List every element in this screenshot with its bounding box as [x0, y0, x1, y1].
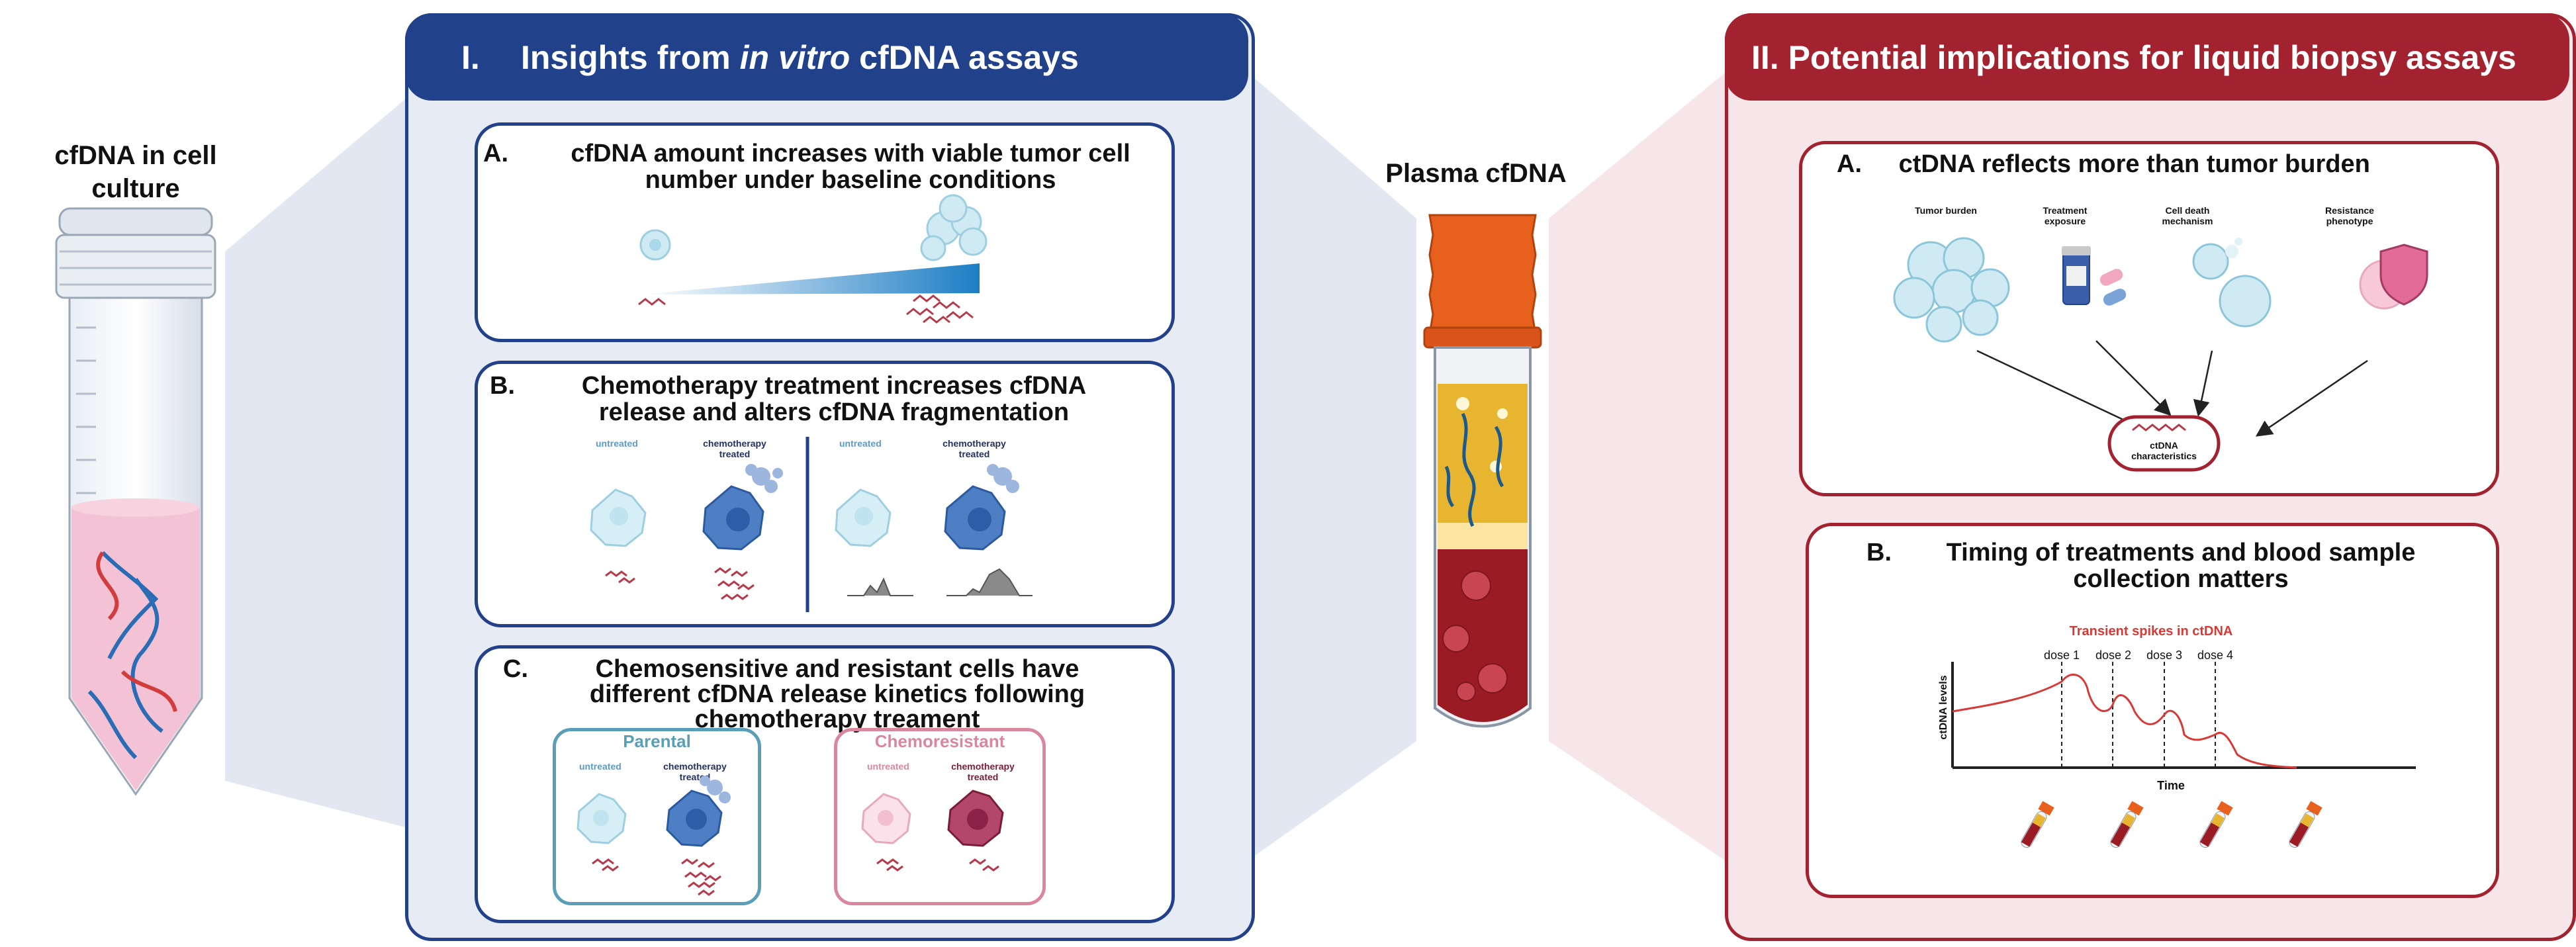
- card-I-B-chemo-right: chemotherapy treated: [935, 438, 1014, 459]
- card-II-B-letter: B.: [1866, 539, 1892, 566]
- left-tube-title-line1: cfDNA in cell: [54, 141, 217, 170]
- card-I-A-title-line1: cfDNA amount increases with viable tumor…: [571, 140, 1130, 167]
- card-II-A-title-text: ctDNA reflects more than tumor burden: [1898, 150, 2370, 178]
- card-I-C-letter: C.: [503, 655, 528, 683]
- factor-resistance-phenotype-line2: phenotype: [2326, 216, 2373, 226]
- chemoresistant-chemo-line1: chemotherapy: [951, 761, 1015, 772]
- card-I-B-title-line1: Chemotherapy treatment increases cfDNA: [581, 372, 1087, 400]
- card-I-B-title: B. Chemotherapy treatment increases cfDNA…: [483, 373, 1165, 426]
- card-I-A-title: A. cfDNA amount increases with viable tum…: [483, 140, 1165, 193]
- card-I-C-title-line2: different cfDNA release kinetics followi…: [589, 680, 1085, 708]
- card-I-B-chemo-left-line1: chemotherapy: [703, 438, 766, 449]
- card-I-B: [475, 361, 1175, 627]
- factor-cell-death-mechanism-line1: Cell death: [2165, 205, 2210, 216]
- card-II-A-title: A. ctDNA reflects more than tumor burden: [1817, 151, 2479, 177]
- culture-tube-icon: [55, 207, 216, 796]
- parental-untreated-label: untreated: [579, 761, 621, 772]
- dose-3-label: dose 3: [2146, 649, 2183, 662]
- chart-title: Transient spikes in ctDNA: [2069, 624, 2233, 639]
- card-II-B: [1806, 523, 2499, 898]
- factor-cell-death-mechanism: Cell death mechanism: [2148, 205, 2227, 226]
- panel-I-title: Insights from in vitro cfDNA assays: [521, 38, 1079, 77]
- panel-I-title-italic: in vitro: [739, 39, 851, 76]
- chemoresistant-chemo-label: chemotherapy treated: [946, 761, 1019, 782]
- panel-II-title: II. Potential implications for liquid bi…: [1751, 39, 2516, 76]
- factor-treatment-exposure-line2: exposure: [2044, 216, 2086, 226]
- blood-tube-icon: [1423, 214, 1542, 728]
- parental-chemo-line1: chemotherapy: [663, 761, 727, 772]
- card-I-B-untreated-left: untreated: [596, 438, 638, 449]
- plasma-cfdna-title: Plasma cfDNA: [1385, 159, 1567, 188]
- card-II-B-title: B.Timing of treatments and blood sample …: [1840, 539, 2482, 592]
- card-I-C-title-line3: chemotherapy treament: [694, 705, 980, 733]
- chemoresistant-label: Chemoresistant: [874, 731, 1005, 751]
- card-I-A-letter: A.: [483, 140, 508, 167]
- card-II-A-illustration: [1893, 237, 2428, 472]
- card-I-A-title-line2: number under baseline conditions: [645, 166, 1056, 194]
- card-I-B-letter: B.: [490, 372, 515, 400]
- tumor-cell-gradient-illustration: [638, 194, 988, 324]
- card-II-A-letter: A.: [1837, 150, 1862, 178]
- card-I-C-illustration: [576, 776, 1004, 896]
- factor-cell-death-mechanism-line2: mechanism: [2162, 216, 2213, 226]
- factor-resistance-phenotype-line1: Resistance: [2325, 205, 2374, 216]
- card-I-C-title-line1: Chemosensitive and resistant cells have: [595, 655, 1080, 683]
- card-I-B-chemo-right-line1: chemotherapy: [943, 438, 1006, 449]
- card-I-B-chemo-left: chemotherapy treated: [695, 438, 774, 459]
- dose-4-label: dose 4: [2197, 649, 2234, 662]
- factor-tumor-burden: Tumor burden: [1900, 205, 1992, 216]
- card-I-B-chemo-left-line2: treated: [719, 449, 751, 459]
- card-I-B-chemo-right-line2: treated: [958, 449, 990, 459]
- panel-I-header: I. Insights from in vitro cfDNA assays: [405, 13, 1248, 101]
- card-I-B-illustration: [590, 437, 1033, 612]
- chart-ylabel: ctDNA levels: [1938, 675, 1949, 740]
- factor-resistance-phenotype: Resistance phenotype: [2310, 205, 2389, 226]
- panel-I-title-pre: Insights from: [521, 39, 740, 76]
- chemoresistant-untreated-label: untreated: [867, 761, 909, 772]
- factor-treatment-exposure-line1: Treatment: [2043, 205, 2088, 216]
- factor-treatment-exposure: Treatment exposure: [2025, 205, 2105, 226]
- card-I-B-untreated-right: untreated: [839, 438, 882, 449]
- card-II-B-title-line1: Timing of treatments and blood sample: [1946, 539, 2416, 566]
- ctdna-characteristics-label: ctDNA characteristics: [2109, 440, 2219, 461]
- card-I-A: [475, 122, 1175, 342]
- parental-label: Parental: [623, 731, 691, 751]
- parental-box: [553, 728, 761, 905]
- panel-I-title-post: cfDNA assays: [850, 39, 1079, 76]
- chemoresistant-chemo-line2: treated: [967, 772, 999, 782]
- card-I-C-title: C. Chemosensitive and resistant cells hav…: [483, 656, 1165, 732]
- ctdna-spike-chart: [1951, 662, 2416, 769]
- parental-chemo-label: chemotherapy treated: [659, 761, 731, 782]
- dose-1-label: dose 1: [2043, 649, 2080, 662]
- card-I-C: [475, 645, 1175, 923]
- dose-2-label: dose 2: [2095, 649, 2132, 662]
- card-II-B-title-line2: collection matters: [2073, 565, 2289, 593]
- panel-I-numeral: I.: [461, 39, 480, 76]
- card-I-B-title-line2: release and alters cfDNA fragmentation: [598, 398, 1070, 426]
- chart-xlabel: Time: [2157, 779, 2185, 792]
- ctdna-characteristics-line2: characteristics: [2131, 451, 2197, 461]
- ctdna-characteristics-line1: ctDNA: [2150, 440, 2178, 451]
- factor-tumor-burden-line1: Tumor burden: [1915, 205, 1977, 216]
- chemoresistant-box: [834, 728, 1046, 905]
- panel-II-header: II. Potential implications for liquid bi…: [1725, 13, 2569, 101]
- blood-sample-tubes: [2021, 801, 2323, 848]
